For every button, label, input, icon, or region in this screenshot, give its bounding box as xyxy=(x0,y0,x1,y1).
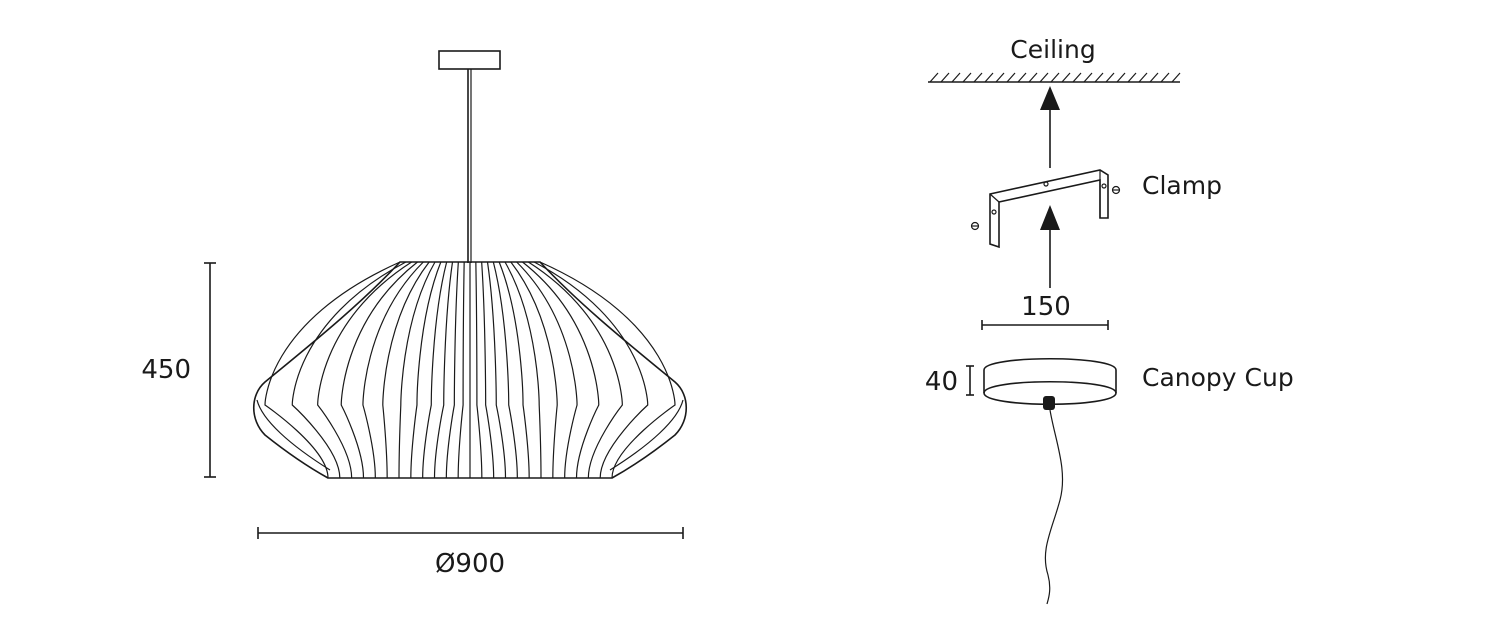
shade-rib xyxy=(382,261,430,479)
screw-icon xyxy=(970,221,980,231)
ceiling-hatch xyxy=(1171,72,1181,83)
shade-rib xyxy=(539,261,676,479)
shade-rib xyxy=(516,261,578,479)
shade-rib xyxy=(340,261,418,479)
arrow-to-ceiling-icon xyxy=(1040,86,1060,168)
canopy-width-dimension: 150 xyxy=(981,292,1109,330)
ceiling-hatch xyxy=(1160,72,1170,83)
ceiling-hatch xyxy=(1050,72,1060,83)
diameter-dimension: Ø900 xyxy=(257,527,684,579)
ceiling-hatch xyxy=(973,72,983,83)
ceiling-hatch xyxy=(984,72,994,83)
shade-rib xyxy=(481,261,495,479)
ceiling-hatch xyxy=(1149,72,1159,83)
ceiling-hatch xyxy=(962,72,972,83)
ceiling-hatch xyxy=(951,72,961,83)
ceiling-hatch xyxy=(929,72,939,83)
shade-rib xyxy=(433,261,454,479)
height-dimension: 450 xyxy=(141,262,216,478)
ceiling-hatch xyxy=(940,72,950,83)
ceiling-hatch xyxy=(1083,72,1093,83)
canopy-cup xyxy=(983,358,1117,605)
shade-rib xyxy=(422,261,448,479)
ceiling-hatch xyxy=(1028,72,1038,83)
ceiling-label: Ceiling xyxy=(1010,35,1095,64)
ceiling-hatch xyxy=(1039,72,1049,83)
clamp-label: Clamp xyxy=(1142,171,1222,200)
cord-grip xyxy=(1043,396,1055,410)
height-label: 450 xyxy=(141,355,191,385)
shade-rib xyxy=(457,261,465,479)
canopy-width-label: 150 xyxy=(1021,292,1071,322)
diameter-label: Ø900 xyxy=(435,549,505,579)
shade-rib xyxy=(504,261,542,479)
shade-rib xyxy=(486,261,507,479)
canopy-height-dimension: 40 xyxy=(925,365,974,397)
shade-rib xyxy=(445,261,459,479)
canopy-cup-label: Canopy Cup xyxy=(1142,363,1294,392)
lamp-canopy xyxy=(438,50,501,70)
ceiling-hatch xyxy=(995,72,1005,83)
shade-rib xyxy=(398,261,436,479)
shade-rib xyxy=(533,261,649,479)
ceiling-hatch xyxy=(1105,72,1115,83)
ceiling-hatch xyxy=(1017,72,1027,83)
shade-rib xyxy=(317,261,412,479)
ceiling-hatch xyxy=(1127,72,1137,83)
power-cable xyxy=(1044,409,1064,605)
ceiling-hatch xyxy=(1138,72,1148,83)
shade-rib xyxy=(291,261,407,479)
shade-rib xyxy=(410,261,442,479)
ceiling: Ceiling xyxy=(928,35,1181,83)
shade-rib xyxy=(522,261,600,479)
arrow-to-clamp-icon xyxy=(1040,205,1060,288)
ceiling-hatch xyxy=(1061,72,1071,83)
ceiling-hatch xyxy=(1006,72,1016,83)
clamp-bracket xyxy=(970,169,1121,249)
shade-rib xyxy=(264,261,401,479)
shade-rib xyxy=(492,261,518,479)
canopy-height-label: 40 xyxy=(925,367,958,397)
shade-rib xyxy=(528,261,623,479)
shade-ribs xyxy=(264,261,676,479)
shade-rib xyxy=(498,261,530,479)
screw-icon xyxy=(1111,185,1121,195)
shade-rib xyxy=(510,261,558,479)
pendant-lamp xyxy=(253,50,687,479)
ceiling-hatch xyxy=(1072,72,1082,83)
ceiling-hatch xyxy=(1116,72,1126,83)
shade-rib xyxy=(362,261,424,479)
ceiling-hatch xyxy=(1094,72,1104,83)
shade-rib xyxy=(475,261,483,479)
